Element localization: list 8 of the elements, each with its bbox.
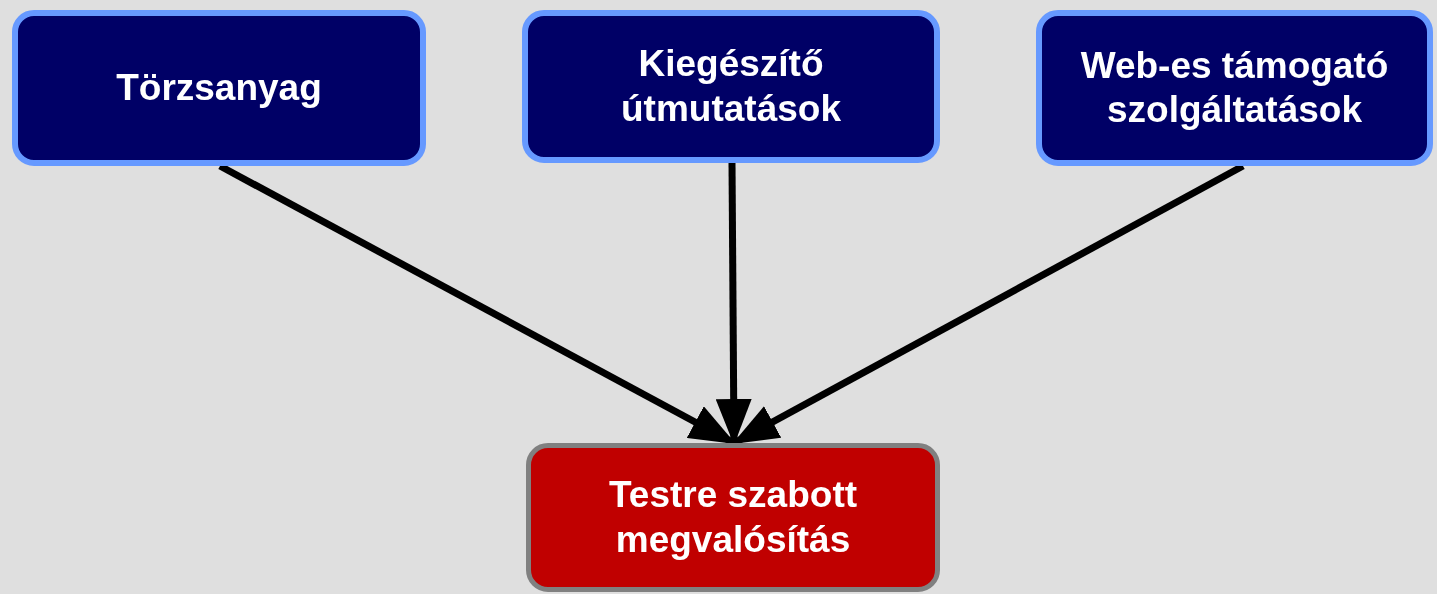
process-box bbox=[12, 10, 426, 166]
process-box bbox=[522, 10, 940, 163]
box-label: Kiegészítő útmutatások bbox=[620, 42, 842, 131]
process-box bbox=[1036, 10, 1433, 166]
process-box bbox=[526, 443, 940, 592]
box-label: Web-es támogató szolgáltatások bbox=[1079, 43, 1390, 132]
box-label: Testre szabott megvalósítás bbox=[607, 473, 859, 562]
box-label: Törzsanyag bbox=[116, 65, 322, 110]
